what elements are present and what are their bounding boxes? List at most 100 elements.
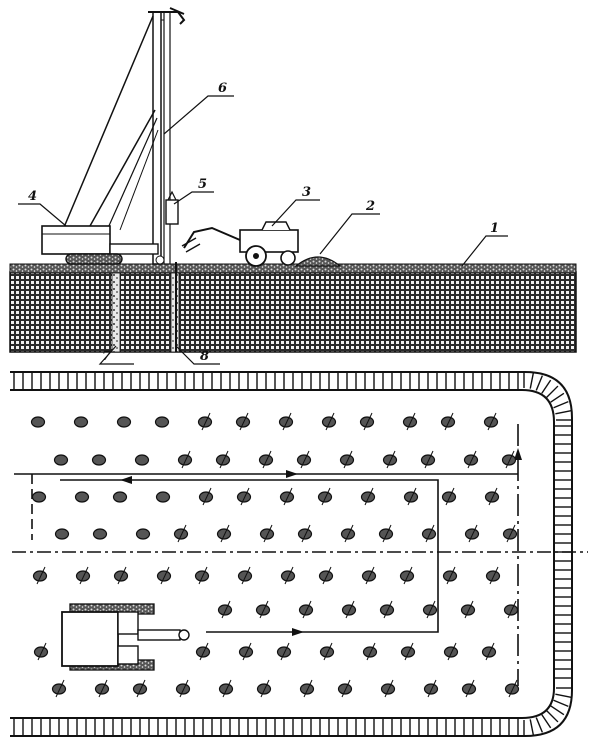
- pile-mark: [74, 491, 90, 503]
- pile-mark: [422, 604, 438, 616]
- pile-stroke: [426, 600, 436, 619]
- pile-mark: [296, 454, 312, 466]
- hatch-tick: [555, 693, 572, 699]
- pile-mark: [403, 491, 419, 503]
- pile-mark: [91, 454, 107, 466]
- pile-stroke: [406, 412, 416, 431]
- pile-mark: [132, 683, 148, 695]
- pile-stroke: [345, 600, 355, 619]
- callout-8: 8: [200, 349, 209, 364]
- pile-mark: [32, 570, 48, 582]
- pile-stroke: [55, 679, 65, 698]
- callout-6: 6: [218, 81, 227, 96]
- pile-mark: [379, 604, 395, 616]
- pile-mark: [177, 454, 193, 466]
- pile-stroke: [322, 566, 332, 585]
- pile-mark: [237, 570, 253, 582]
- trench-inner: [10, 389, 555, 719]
- pile-mark: [135, 528, 151, 540]
- pile-stroke: [341, 679, 351, 698]
- pile-grid: [30, 412, 520, 698]
- hatch-tick: [529, 719, 535, 736]
- pile-stroke: [465, 679, 475, 698]
- pile-stroke: [222, 679, 232, 698]
- pile-stroke: [36, 566, 46, 585]
- callout-4: 4: [28, 189, 37, 204]
- pile-stroke: [325, 412, 335, 431]
- pile-stroke: [179, 679, 189, 698]
- pile-stroke: [302, 600, 312, 619]
- pile-mark: [399, 570, 415, 582]
- base-machine-deck: [109, 243, 159, 255]
- pile-stroke: [446, 566, 456, 585]
- pile-mark: [113, 570, 129, 582]
- leader-lines: [18, 95, 508, 365]
- pile-mark: [30, 416, 46, 428]
- pile-mark: [380, 683, 396, 695]
- pile-stroke: [467, 450, 477, 469]
- callout-2: 2: [365, 199, 375, 214]
- pile-mark: [442, 570, 458, 582]
- pile-mark: [402, 416, 418, 428]
- machine-body: [61, 611, 119, 667]
- pile-stroke: [98, 679, 108, 698]
- pile-stroke: [282, 412, 292, 431]
- route-arrows: [120, 448, 522, 636]
- pile-stroke: [505, 450, 515, 469]
- pile-mark: [235, 416, 251, 428]
- pile-stroke: [382, 524, 392, 543]
- pile-stroke: [366, 642, 376, 661]
- pile-mark: [321, 416, 337, 428]
- leader-6: [163, 95, 234, 135]
- machine-cab: [117, 611, 139, 635]
- pile-mark: [216, 528, 232, 540]
- leader-3: [271, 199, 320, 227]
- pile-stroke: [160, 566, 170, 585]
- pile-mark: [484, 491, 500, 503]
- pile-stroke: [403, 566, 413, 585]
- pile-stroke: [177, 524, 187, 543]
- hatch-tick: [529, 372, 535, 389]
- pile-stroke: [447, 642, 457, 661]
- pile-mark: [73, 416, 89, 428]
- trench-hatching: [13, 372, 572, 736]
- pile-mark: [155, 491, 171, 503]
- pile-stroke: [202, 487, 212, 506]
- hatch-tick: [541, 379, 552, 394]
- pile-stroke: [508, 679, 518, 698]
- pile-mark: [340, 528, 356, 540]
- pile-stroke: [300, 450, 310, 469]
- pile-mark: [362, 646, 378, 658]
- pile-mark: [378, 528, 394, 540]
- mast-brace-3: [107, 117, 158, 229]
- pile-stroke: [487, 412, 497, 431]
- pile-mark: [112, 491, 128, 503]
- pile-stroke: [283, 487, 293, 506]
- pile-stroke: [488, 487, 498, 506]
- pile-mark: [464, 528, 480, 540]
- hatch-tick: [535, 375, 544, 391]
- pile-mark: [297, 528, 313, 540]
- hatch-tick: [546, 710, 559, 723]
- pile-stroke: [464, 600, 474, 619]
- route-inner-loop: [60, 479, 439, 633]
- loader-arm: [183, 226, 241, 249]
- pile-stroke: [79, 566, 89, 585]
- hatch-tick: [546, 385, 559, 398]
- pile-mark: [258, 454, 274, 466]
- pile-mark: [503, 604, 519, 616]
- pile-mark: [400, 646, 416, 658]
- callout-5: 5: [198, 177, 207, 192]
- arrow-upper: [286, 470, 298, 478]
- pile-stroke: [37, 642, 47, 661]
- pile-stroke: [404, 642, 414, 661]
- pile-stroke: [506, 524, 516, 543]
- pile-mark: [359, 416, 375, 428]
- pile-mark: [481, 646, 497, 658]
- pile-mark: [175, 683, 191, 695]
- pile-stroke: [365, 566, 375, 585]
- pile-mark: [318, 570, 334, 582]
- pile-stroke: [363, 412, 373, 431]
